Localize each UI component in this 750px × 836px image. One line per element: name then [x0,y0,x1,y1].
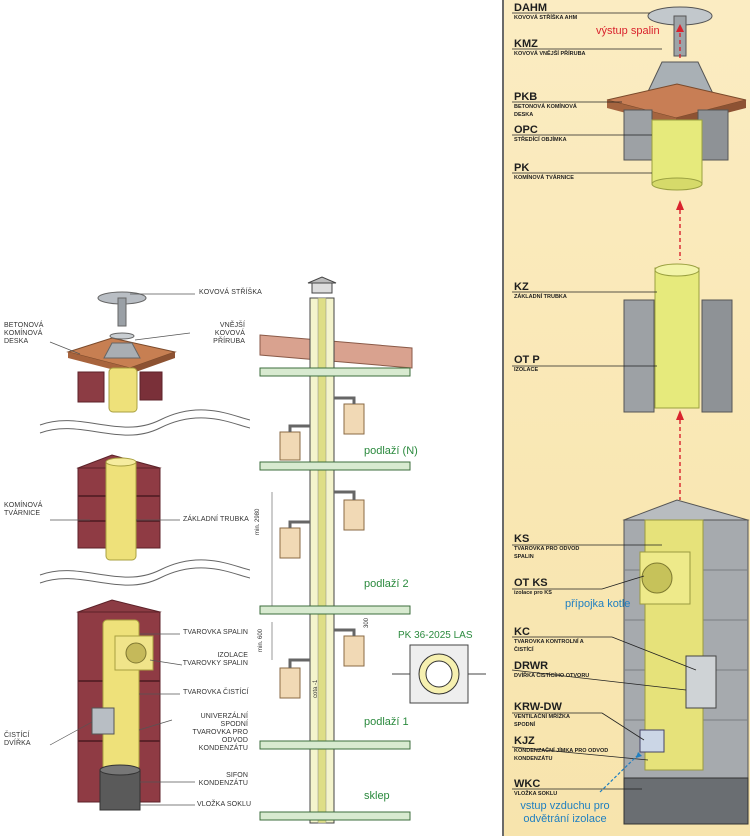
yellow-pipe-top [108,367,138,413]
label-dim-600: min. 600 [258,628,264,652]
desc-drwr: DVÍŘKA ČISTÍCÍHO OTVORU [514,673,590,679]
label-pripojka-kotle: přípojka kotle [565,598,631,610]
cleaning-door [91,707,115,735]
base-pipe [105,459,137,561]
code-wkc: WKC [514,778,541,790]
building-section-drawing [259,276,486,824]
desc-kjz: KONDENZAČNÍ JÍMKA PRO ODVOD KONDENZÁTU [514,748,609,762]
right-panel-diagram [511,6,750,825]
label-vnejsi-priruba: VNĚJŠÍ KOVOVÁ PŘÍRUBA [213,322,245,345]
label-tvarovka-spalin: TVAROVKA SPALIN [183,629,249,636]
wkc-base [623,777,749,825]
label-floor-n: podlaží (N) [364,445,418,457]
label-univerzalni: UNIVERZÁLNÍ SPODNÍ TVAROVKA PRO ODVOD KO… [192,713,248,752]
label-tvarovka-cistici: TVAROVKA ČISTÍCÍ [183,689,249,696]
code-opc: OPC [514,124,538,136]
label-cistici-dvirka: ČISTÍCÍ DVÍŘKA [4,732,31,747]
kz-pipe [654,267,700,409]
label-dim-cota: cota -1 [313,679,319,698]
desc-pk: KOMÍNOVÁ TVÁRNICE [514,175,574,181]
code-kz: KZ [514,281,529,293]
desc-pkb: BETONOVÁ KOMÍNOVÁ DESKA [514,104,577,118]
label-vystup-spalin: výstup spalin [596,25,660,37]
code-kjz: KJZ [514,735,535,747]
desc-ks: TVAROVKA PRO ODVOD SPALIN [514,546,580,560]
cleaning-door-right [685,655,717,709]
pk-pipe [651,119,703,185]
desc-kz: ZÁKLADNÍ TRUBKA [514,294,567,300]
desc-opc: STŘEDÍCÍ OBJÍMKA [514,137,567,143]
metal-flange [103,342,141,359]
label-kominova-tvarnice: KOMÍNOVÁ TVÁRNICE [4,502,43,517]
desc-dahm: KOVOVÁ STŘÍŠKA AHM [514,15,578,21]
label-kovova-striska: KOVOVÁ STŘÍŠKA [199,289,262,296]
label-floor-2: podlaží 2 [364,578,409,590]
label-vstup-vzduchu: vstup vzduchu pro odvětrání izolace [520,800,610,825]
code-drwr: DRWR [514,660,549,672]
code-kc: KC [514,626,530,638]
code-pk: PK [514,162,530,174]
ventilation-grille [639,729,665,753]
label-dim-2980: min. 2980 [255,508,261,535]
label-sifon: SIFON KONDENZÁTU [198,772,248,787]
label-zakladni-trubka: ZÁKLADNÍ TRUBKA [183,516,249,523]
left-exploded-diagram [39,291,250,811]
label-dim-300: 300 [364,617,370,628]
label-betonova-deska: BETONOVÁ KOMÍNOVÁ DESKA [4,322,44,345]
desc-ot-ks: izolace pro KS [514,590,552,596]
desc-kc: TVAROVKA KONTROLNÍ A ČISTÍCÍ [514,639,584,653]
label-vlozka-soklu: VLOŽKA SOKLU [197,801,252,808]
label-floor-1: podlaží 1 [364,716,409,728]
code-dahm: DAHM [514,2,547,14]
cap-stem [117,297,127,327]
condensate-base [99,769,141,811]
code-ot-p: OT P [514,354,540,366]
roof [259,334,413,369]
desc-krw-dw: VENTILAČNÍ MŘÍŽKA SPODNÍ [514,714,570,728]
code-krw-dw: KRW-DW [514,701,562,713]
code-kmz: KMZ [514,38,538,50]
desc-kmz: KOVOVÁ VNĚJŠÍ PŘÍRUBA [514,51,586,57]
floor-slabs [259,367,411,821]
label-cellar: sklep [364,790,390,802]
label-model: PK 36-2025 LAS [398,630,473,641]
appliances [279,403,365,699]
code-pkb: PKB [514,91,538,103]
desc-wkc: VLOŽKA SOKLU [514,791,558,797]
code-ks: KS [514,533,530,545]
code-ot-ks: OT KS [514,577,548,589]
label-izolace-tvarovky: IZOLACE TVAROVKY SPALIN [182,652,248,667]
desc-ot-p: IZOLACE [514,367,539,373]
